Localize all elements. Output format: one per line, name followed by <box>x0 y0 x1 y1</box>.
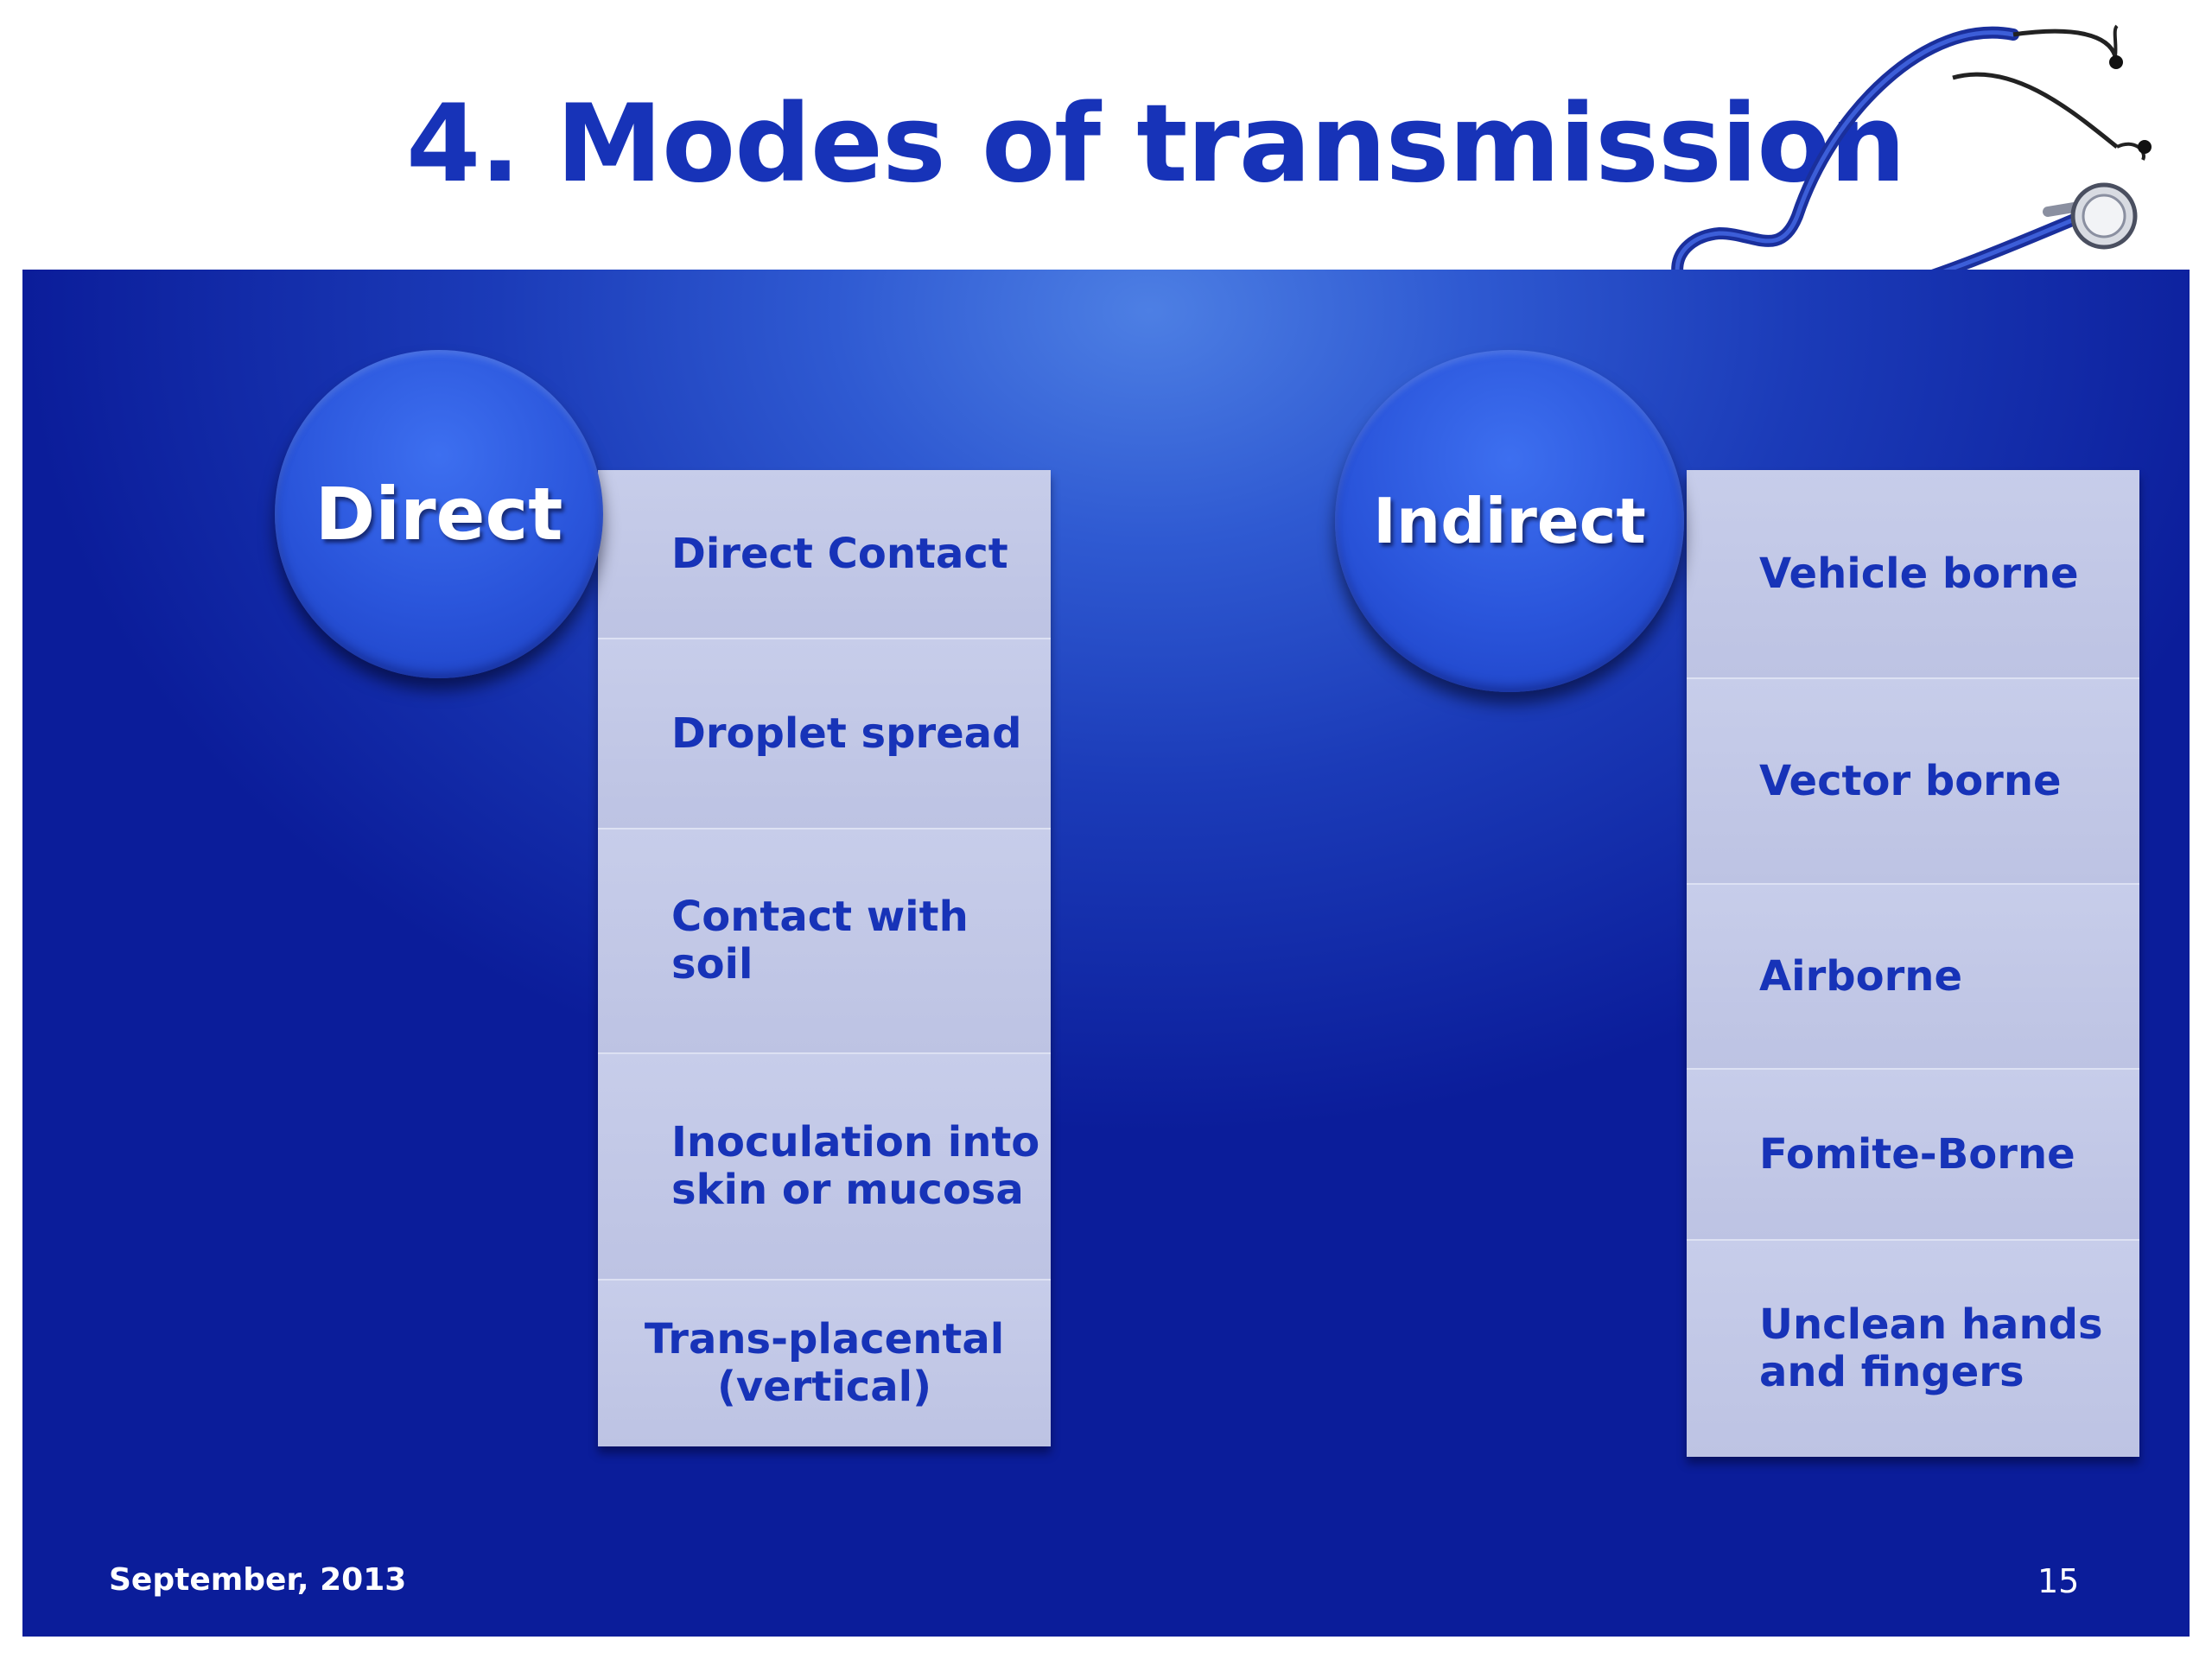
list-item: Unclean hands and fingers <box>1687 1239 2139 1457</box>
list-item-label: Unclean hands and fingers <box>1759 1300 2103 1396</box>
list-item-label: Vehicle borne <box>1759 549 2079 598</box>
list-item: Airborne <box>1687 883 2139 1068</box>
list-item-label: Airborne <box>1759 951 1963 1001</box>
list-item: Trans-placental (vertical) <box>598 1279 1051 1446</box>
list-item-label: Contact with soil <box>671 893 969 988</box>
list-item: Fomite-Borne <box>1687 1068 2139 1239</box>
list-item: Direct Contact <box>598 470 1051 638</box>
list-item: Contact with soil <box>598 828 1051 1052</box>
list-item-label: Trans-placental (vertical) <box>644 1315 1005 1411</box>
slide-title: 4. Modes of transmission <box>406 82 1906 207</box>
list-item: Inoculation into skin or mucosa <box>598 1052 1051 1279</box>
list-item-label: Inoculation into skin or mucosa <box>671 1118 1040 1214</box>
direct-heading: Direct <box>315 472 563 556</box>
indirect-list: Vehicle borne Vector borne Airborne Fomi… <box>1687 470 2139 1457</box>
direct-heading-circle: Direct <box>275 350 603 678</box>
direct-list: Direct Contact Droplet spread Contact wi… <box>598 470 1051 1446</box>
list-item: Droplet spread <box>598 638 1051 828</box>
list-item-label: Direct Contact <box>671 529 1008 578</box>
page-number: 15 <box>2037 1562 2080 1600</box>
list-item: Vehicle borne <box>1687 470 2139 677</box>
indirect-heading: Indirect <box>1373 485 1646 557</box>
list-item: Vector borne <box>1687 677 2139 883</box>
footer-date: September, 2013 <box>109 1562 407 1598</box>
list-item-label: Droplet spread <box>671 709 1022 758</box>
indirect-heading-circle: Indirect <box>1335 350 1684 692</box>
list-item-label: Fomite-Borne <box>1759 1129 2075 1179</box>
list-item-label: Vector borne <box>1759 756 2062 805</box>
